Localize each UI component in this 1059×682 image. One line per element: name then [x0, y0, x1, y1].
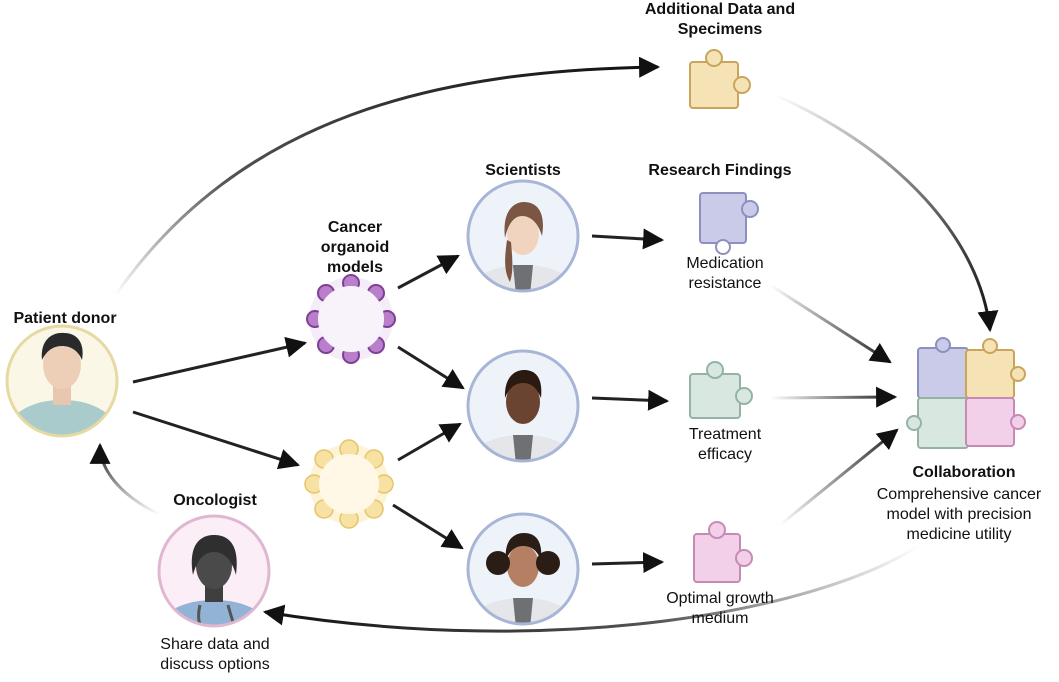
label-treatment-2: efficacy	[698, 446, 752, 463]
arrow-patient-to-additional	[113, 56, 661, 297]
arrow-scientist-1-to-medication	[591, 228, 665, 250]
label-medication-2: resistance	[688, 275, 762, 292]
label-patient-donor: Patient donor	[13, 310, 117, 327]
label-growth-2: medium	[691, 610, 749, 627]
scientist-2-avatar	[466, 349, 580, 463]
organoid-purple-icon	[306, 274, 396, 364]
arrow-organoid-to-scientist-3	[392, 503, 464, 550]
label-cancer-organoid-2: organoid	[320, 239, 390, 256]
arrow-medication-to-collab	[769, 283, 892, 364]
oncologist-avatar	[157, 514, 271, 628]
label-treatment-1: Treatment	[688, 426, 762, 443]
label-collab-desc-1: Comprehensive cancer	[876, 486, 1042, 503]
label-collab-desc-3: medicine utility	[906, 526, 1012, 543]
arrow-organoid-to-scientist-1	[397, 254, 460, 290]
arrows	[89, 56, 999, 633]
label-cancer-organoid-3: models	[326, 259, 383, 276]
puzzle-piece-icon-medication	[699, 192, 759, 255]
label-collab-desc-2: model with precision	[886, 506, 1032, 523]
label-share-2: discuss options	[160, 656, 270, 673]
arrow-organoid-to-scientist-2b	[397, 422, 462, 462]
label-additional-1: Additional Data and	[644, 1, 796, 18]
puzzle-piece-icon-additional	[689, 49, 751, 109]
arrow-organoid-to-scientist-2a	[397, 345, 465, 390]
arrow-additional-to-collab	[774, 93, 999, 333]
puzzle-collaboration-icon	[906, 337, 1026, 449]
scientist-3-avatar	[466, 512, 580, 626]
label-cancer-organoid-1: Cancer	[327, 219, 383, 236]
puzzle-piece-icon-treatment	[689, 361, 753, 419]
arrow-treatment-to-collab	[769, 386, 898, 408]
organoid-yellow-icon	[304, 439, 394, 529]
label-oncologist: Oncologist	[173, 492, 257, 509]
label-share-1: Share data and	[160, 636, 270, 653]
label-medication-1: Medication	[686, 255, 764, 272]
label-growth-1: Optimal growth	[666, 590, 774, 607]
arrow-growth-to-collab	[779, 428, 899, 527]
arrow-collab-to-oncologist	[262, 543, 921, 633]
label-scientists: Scientists	[485, 162, 561, 179]
arrow-oncologist-to-patient	[89, 442, 161, 517]
arrow-patient-to-organoid-yellow	[132, 410, 300, 470]
label-collaboration: Collaboration	[912, 464, 1016, 481]
label-additional-2: Specimens	[677, 21, 763, 38]
arrow-scientist-2-to-treatment	[591, 389, 670, 411]
puzzle-piece-icon-growth	[693, 521, 753, 583]
patient-avatar	[5, 324, 119, 438]
scientist-1-avatar	[466, 179, 580, 293]
arrow-patient-to-organoid-purple	[132, 336, 308, 384]
label-research-findings: Research Findings	[648, 162, 792, 179]
arrow-scientist-3-to-growth	[591, 552, 665, 574]
